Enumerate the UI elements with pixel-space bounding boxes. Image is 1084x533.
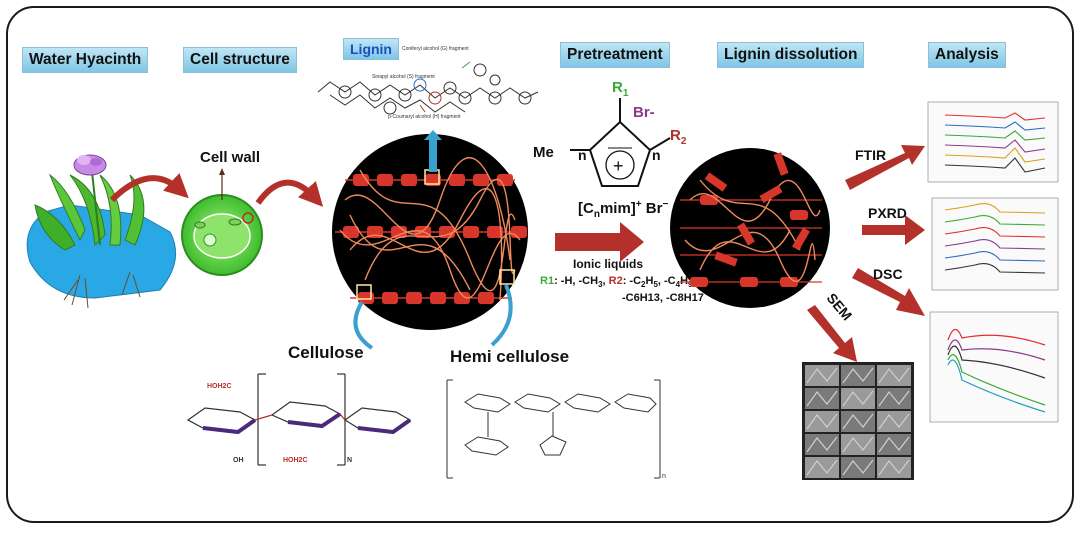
dsc-mini-chart — [929, 311, 1059, 423]
lignin-structure — [317, 61, 539, 115]
arrow-to-cellulose — [353, 300, 374, 350]
arrow-cell-to-fiber — [255, 179, 324, 207]
arrow-to-hemicellulose — [490, 284, 513, 347]
header-lignin-dissolution: Lignin dissolution — [717, 42, 865, 68]
arrow-hyacinth-to-cell — [109, 173, 189, 203]
header-cell-structure: Cell structure — [183, 47, 297, 73]
pretreatment-arrow — [555, 222, 644, 262]
cellulose-n-label: N — [347, 457, 352, 464]
lignin-fragment-h: p-Coumaryl alcohol (H) fragment — [388, 114, 461, 120]
hemicellulose-n-label: n — [662, 473, 666, 480]
il-r1: R1 — [612, 79, 629, 99]
cellulose-label: Cellulose — [288, 343, 364, 362]
il-me-label: Me — [533, 144, 554, 161]
il-br: Br- — [633, 104, 655, 121]
lignin-dissolution-fiber — [670, 148, 830, 308]
cellulose-oh-label: OH — [233, 457, 244, 464]
cell-wall-label: Cell wall — [200, 149, 260, 166]
hemicellulose-label: Hemi cellulose — [450, 347, 569, 366]
dsc-label: DSC — [873, 266, 903, 282]
lignocellulose-fiber — [332, 134, 528, 330]
header-analysis: Analysis — [928, 42, 1006, 68]
ftir-mini-chart — [927, 101, 1059, 183]
header-water-hyacinth: Water Hyacinth — [22, 47, 149, 73]
cellulose-structure — [186, 373, 412, 466]
cellulose-hoh2c-bottom: HOH2C — [283, 457, 308, 464]
ftir-label: FTIR — [855, 147, 886, 163]
il-n-left: n — [578, 147, 587, 163]
il-n-right: n — [652, 147, 661, 163]
header-lignin: Lignin — [343, 38, 399, 60]
cellulose-hoh2c-top: HOH2C — [207, 383, 232, 390]
pxrd-mini-chart — [931, 197, 1059, 291]
ionic-liquids-label: Ionic liquids — [573, 257, 643, 271]
water-hyacinth-illustration — [26, 154, 177, 309]
il-r1-definition: R1: -H, -CH3, R2: -C2H5, -C4H9, — [540, 275, 696, 289]
il-r2-definition-line2: -C6H13, -C8H17 — [622, 292, 704, 304]
header-pretreatment: Pretreatment — [560, 42, 670, 68]
arrow-to-lignin-head — [424, 130, 442, 140]
il-r2: R2 — [670, 127, 687, 147]
pxrd-label: PXRD — [868, 205, 907, 221]
analysis-arrows — [807, 145, 925, 362]
lignin-fragment-g: Coniferyl alcohol (G) fragment — [402, 46, 469, 52]
ionic-liquid-structure — [570, 98, 671, 187]
sem-label: SEM — [824, 290, 856, 324]
il-plus: + — [613, 156, 624, 176]
lignin-fragment-s: Sinapyl alcohol (S) fragment — [372, 74, 435, 80]
sem-image-grid — [802, 362, 914, 480]
il-name: [Cnmim]+ Br− — [578, 199, 668, 220]
plant-cell — [181, 168, 263, 276]
hemicellulose-structure — [446, 379, 661, 479]
